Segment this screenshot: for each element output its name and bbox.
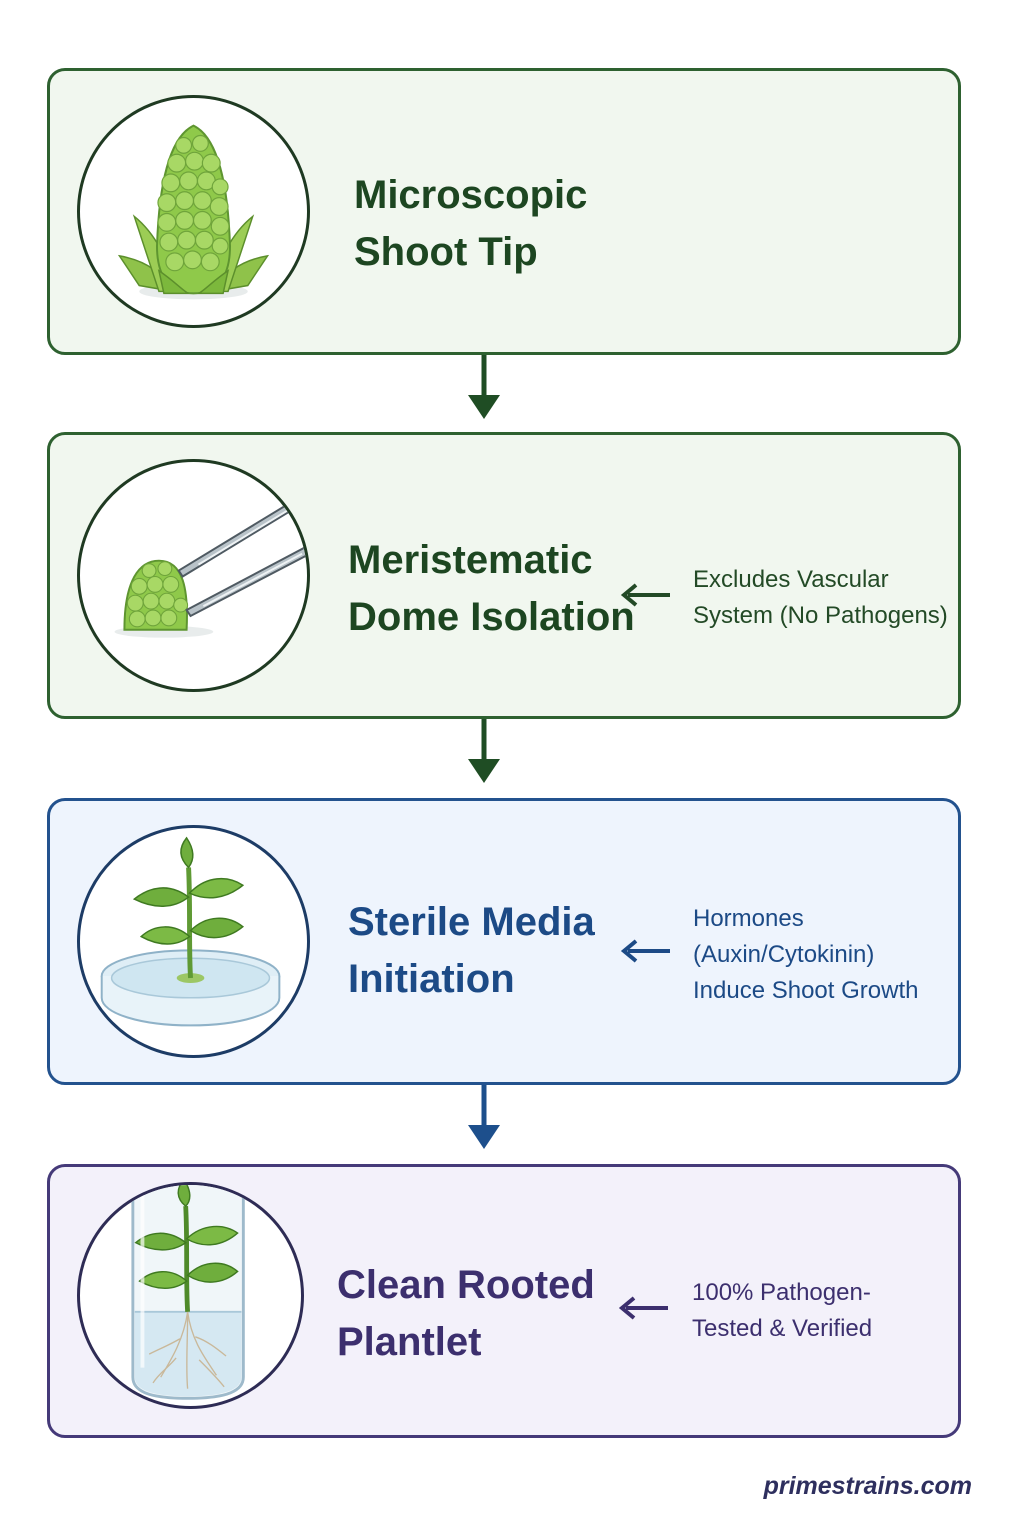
step-note-line-1: Hormones	[693, 905, 804, 932]
tweezers-dome-icon	[77, 459, 310, 692]
down-arrow-icon	[464, 355, 504, 423]
step-title-line-2: Plantlet	[337, 1320, 482, 1364]
step-note: 100% Pathogen- Tested & Verified	[692, 1275, 872, 1347]
step-note-line-2: Tested & Verified	[692, 1315, 873, 1342]
step-note-line-2: System (No Pathogens)	[693, 602, 948, 629]
step-note-line-1: Excludes Vascular	[693, 566, 889, 593]
step-title: Meristematic Dome Isolation	[348, 532, 635, 646]
down-arrow-icon	[464, 719, 504, 787]
step-title-line-1: Microscopic	[354, 173, 588, 217]
step-card-shoot-tip: Microscopic Shoot Tip	[47, 68, 961, 355]
step-title: Clean Rooted Plantlet	[337, 1257, 595, 1371]
left-arrow-icon	[620, 582, 670, 608]
left-arrow-icon	[618, 1295, 668, 1321]
step-title-line-2: Dome Isolation	[348, 595, 635, 639]
step-note: Hormones (Auxin/Cytokinin) Induce Shoot …	[693, 901, 918, 1009]
step-title-line-1: Meristematic	[348, 538, 593, 582]
step-title: Sterile Media Initiation	[348, 894, 595, 1008]
down-arrow-icon	[464, 1085, 504, 1153]
left-arrow-icon	[620, 938, 670, 964]
step-card-media-initiation: Sterile Media Initiation Hormones (Auxin…	[47, 798, 961, 1085]
step-note-line-1: 100% Pathogen-	[692, 1279, 871, 1306]
step-title-line-2: Shoot Tip	[354, 230, 538, 274]
shoot-tip-icon	[77, 95, 310, 328]
step-note: Excludes Vascular System (No Pathogens)	[693, 562, 948, 634]
footer-website: primestrains.com	[763, 1472, 972, 1500]
petri-dish-seedling-icon	[77, 825, 310, 1058]
step-card-rooted-plantlet: Clean Rooted Plantlet 100% Pathogen- Tes…	[47, 1164, 961, 1438]
step-title-line-1: Clean Rooted	[337, 1263, 595, 1307]
step-title-line-1: Sterile Media	[348, 900, 595, 944]
test-tube-plantlet-icon	[77, 1182, 304, 1409]
step-title: Microscopic Shoot Tip	[354, 167, 587, 281]
step-card-dome-isolation: Meristematic Dome Isolation Excludes Vas…	[47, 432, 961, 719]
step-note-line-2: (Auxin/Cytokinin)	[693, 941, 875, 968]
step-note-line-3: Induce Shoot Growth	[693, 977, 919, 1004]
step-title-line-2: Initiation	[348, 957, 515, 1001]
